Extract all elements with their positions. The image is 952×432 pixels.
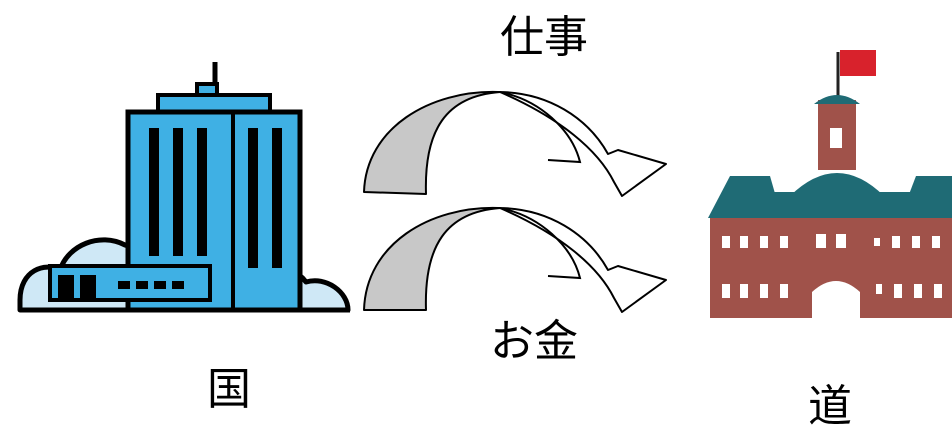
hokkaido-government-building-icon — [708, 50, 952, 318]
arrow-label-work: 仕事 — [500, 12, 588, 63]
government-building-icon — [17, 62, 351, 313]
arrow-label-money: お金 — [490, 316, 578, 367]
entity-label-prefectural: 道 — [808, 381, 852, 432]
curved-arrow-top — [363, 90, 667, 197]
entity-label-national: 国 — [207, 364, 251, 415]
curved-arrow-bottom — [363, 206, 667, 313]
